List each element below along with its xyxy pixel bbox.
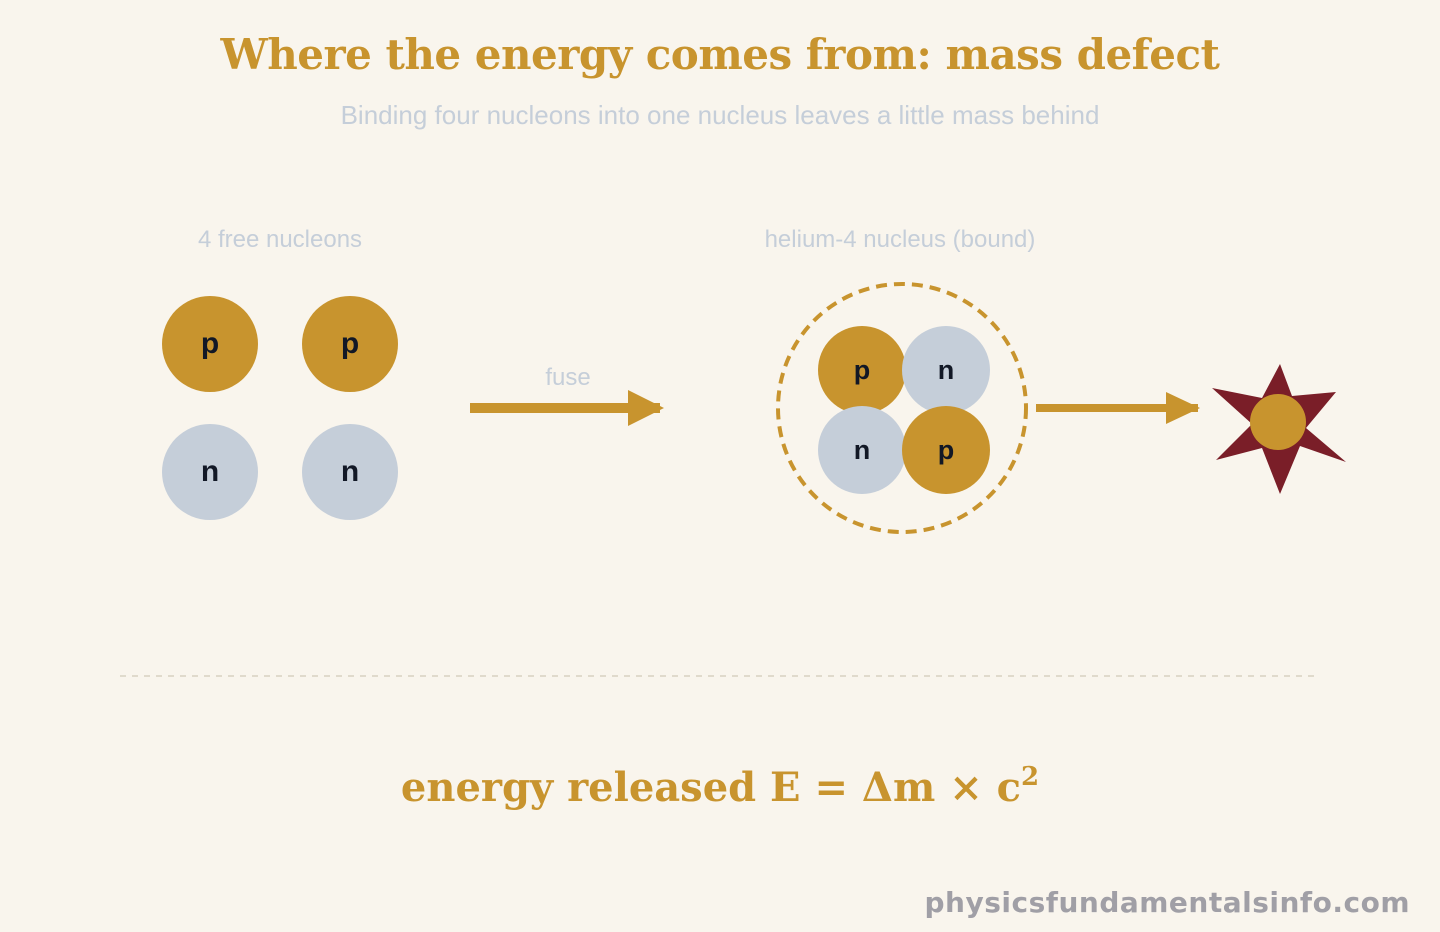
energy-arrow (1036, 392, 1200, 424)
site-credit: physicsfundamentalsinfo.com (924, 886, 1410, 919)
free-nucleons-label: 4 free nucleons (197, 226, 363, 253)
free-neutron-1: n (162, 424, 258, 520)
fuse-arrow (470, 390, 664, 426)
free-proton-1: p (162, 296, 258, 392)
formula-text: energy released E = Δm × c (400, 764, 1021, 811)
diagram-subtitle: Binding four nucleons into one nucleus l… (340, 100, 1100, 130)
energy-burst-icon (1212, 364, 1346, 494)
bound-proton-2: p (902, 406, 990, 494)
formula-exponent: 2 (1020, 762, 1040, 792)
diagram-title: Where the energy comes from: mass defect (220, 30, 1220, 79)
free-neutron-2: n (302, 424, 398, 520)
helium-nucleus-label: helium-4 nucleus (bound) (764, 226, 1036, 253)
fuse-label: fuse (545, 364, 591, 391)
nucleus-boundary (776, 282, 1028, 534)
free-proton-2: p (302, 296, 398, 392)
bound-neutron-1: n (902, 326, 990, 414)
energy-formula: energy released E = Δm × c2 (0, 762, 1440, 811)
bound-neutron-2: n (818, 406, 906, 494)
bound-proton-1: p (818, 326, 906, 414)
